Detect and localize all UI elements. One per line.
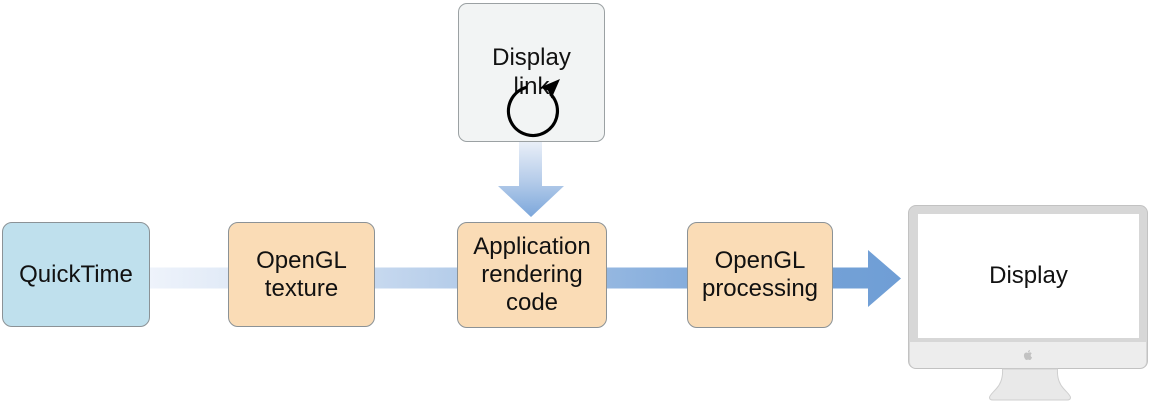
- display-link-label: Display link: [492, 44, 571, 100]
- monitor-screen: Display: [918, 214, 1139, 338]
- node-quicktime: QuickTime: [2, 222, 150, 327]
- monitor-stand: [988, 368, 1072, 401]
- apple-logo-icon: [1023, 350, 1033, 361]
- vertical-arrow-shape: [498, 142, 564, 217]
- circular-arrow-icon: [506, 79, 560, 138]
- display-label: Display: [989, 262, 1068, 289]
- node-application-rendering-code: Application rendering code: [457, 222, 607, 328]
- node-opengl-processing: OpenGL processing: [687, 222, 833, 328]
- node-opengl-texture: OpenGL texture: [228, 222, 375, 327]
- display-link-arrow: [498, 142, 564, 217]
- monitor-chin: [910, 342, 1146, 368]
- node-display-link: Display link: [458, 3, 605, 142]
